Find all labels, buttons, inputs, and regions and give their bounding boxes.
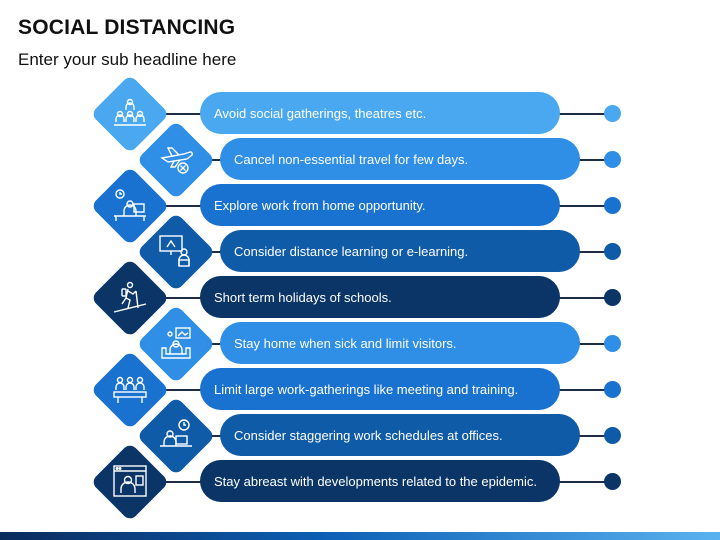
item-pill: Consider staggering work schedules at of… xyxy=(220,414,580,456)
e-learning-icon xyxy=(159,235,190,267)
item-text: Avoid social gatherings, theatres etc. xyxy=(214,105,427,121)
item-dot xyxy=(604,427,621,444)
item-dot xyxy=(604,243,621,260)
item-dot xyxy=(604,473,621,490)
page-title: SOCIAL DISTANCING xyxy=(18,16,236,39)
item-text: Stay abreast with developments related t… xyxy=(214,473,538,489)
item-dot xyxy=(604,151,621,168)
list-item: Stay home when sick and limit visitors. xyxy=(0,304,720,384)
item-dot xyxy=(604,197,621,214)
item-dot xyxy=(604,381,621,398)
item-pill: Stay abreast with developments related t… xyxy=(200,460,560,502)
item-text: Stay home when sick and limit visitors. xyxy=(234,335,457,351)
meeting-icon xyxy=(113,376,147,403)
list-item: Short term holidays of schools. xyxy=(0,258,720,338)
item-text: Limit large work-gatherings like meeting… xyxy=(214,381,519,397)
list-item: Avoid social gatherings, theatres etc. xyxy=(0,74,720,154)
list-item: Explore work from home opportunity. xyxy=(0,166,720,246)
item-text: Cancel non-essential travel for few days… xyxy=(234,151,469,167)
item-pill: Stay home when sick and limit visitors. xyxy=(220,322,580,364)
list-item: Consider distance learning or e-learning… xyxy=(0,212,720,292)
item-pill: Avoid social gatherings, theatres etc. xyxy=(200,92,560,134)
news-update-icon xyxy=(113,465,147,497)
home-office-icon xyxy=(114,189,146,221)
item-dot xyxy=(604,335,621,352)
airplane-cancel-icon xyxy=(160,147,193,174)
page-subtitle: Enter your sub headline here xyxy=(18,50,237,69)
item-text: Short term holidays of schools. xyxy=(214,289,392,305)
item-dot xyxy=(604,289,621,306)
list-item: Cancel non-essential travel for few days… xyxy=(0,120,720,200)
list-item: Consider staggering work schedules at of… xyxy=(0,396,720,476)
item-pill: Short term holidays of schools. xyxy=(200,276,560,318)
list-item: Stay abreast with developments related t… xyxy=(0,442,720,522)
item-pill: Explore work from home opportunity. xyxy=(200,184,560,226)
item-dot xyxy=(604,105,621,122)
item-text: Consider distance learning or e-learning… xyxy=(234,243,469,259)
item-pill: Limit large work-gatherings like meeting… xyxy=(200,368,560,410)
list-item: Limit large work-gatherings like meeting… xyxy=(0,350,720,430)
item-pill: Cancel non-essential travel for few days… xyxy=(220,138,580,180)
people-group-icon xyxy=(114,98,146,126)
item-text: Explore work from home opportunity. xyxy=(214,197,426,213)
bottom-accent-bar xyxy=(0,532,720,540)
stay-home-icon xyxy=(161,327,191,359)
item-text: Consider staggering work schedules at of… xyxy=(234,427,503,443)
hiking-icon xyxy=(113,281,147,313)
work-schedule-icon xyxy=(160,419,192,447)
item-pill: Consider distance learning or e-learning… xyxy=(220,230,580,272)
